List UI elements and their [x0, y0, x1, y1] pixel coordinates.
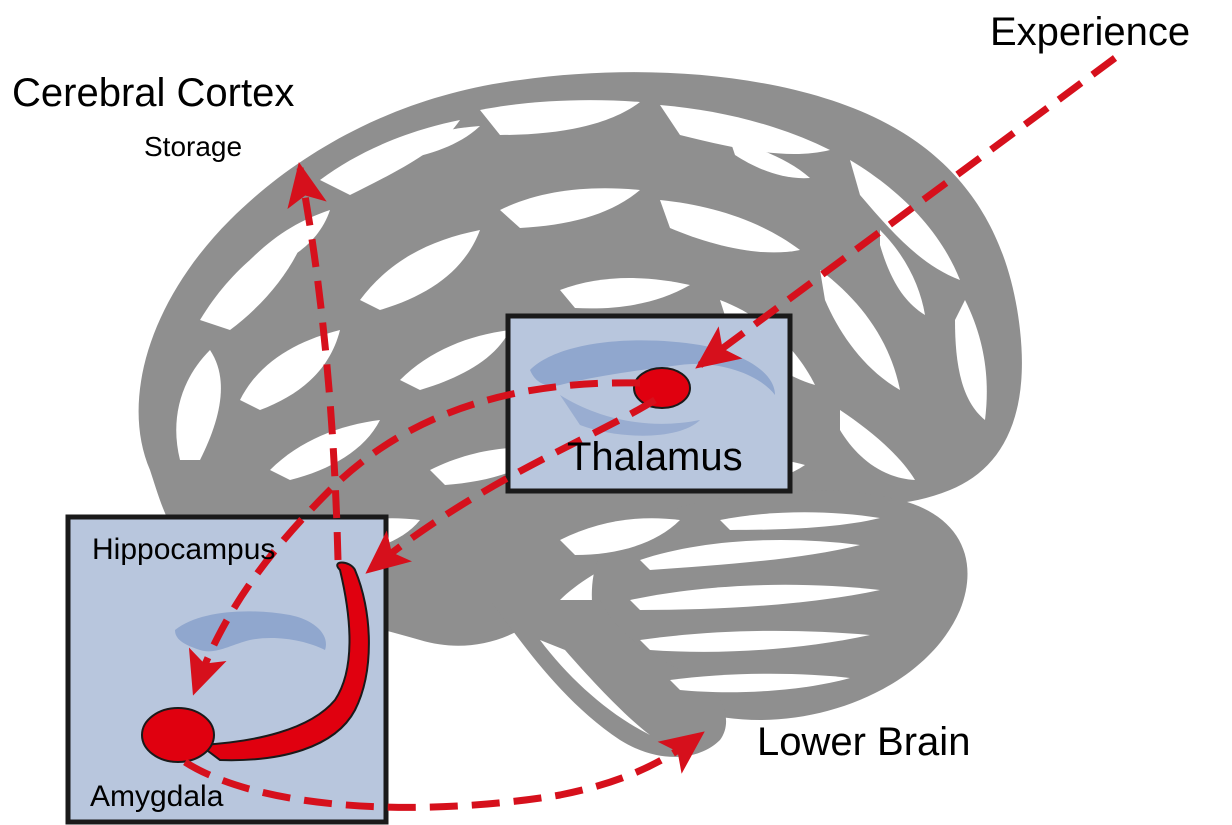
hippocampus-label: Hippocampus [92, 535, 275, 565]
thalamus-structure [634, 368, 690, 408]
thalamus-label: Thalamus [567, 437, 743, 477]
storage-label: Storage [144, 133, 242, 161]
cerebral-cortex-label: Cerebral Cortex [12, 73, 294, 113]
lower-brain-label: Lower Brain [757, 722, 970, 762]
amygdala-label: Amygdala [90, 782, 223, 812]
amygdala-structure [142, 708, 214, 762]
experience-label: Experience [990, 12, 1190, 52]
